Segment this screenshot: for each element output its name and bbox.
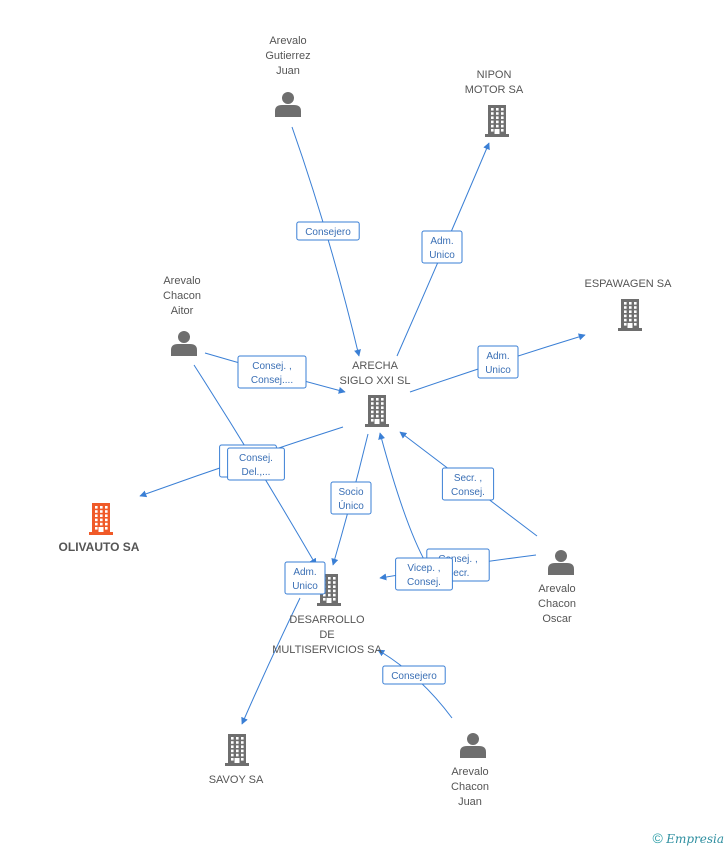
edge-label-text: Consej. bbox=[451, 487, 485, 498]
edge-label-box bbox=[477, 345, 519, 379]
building-icon bbox=[225, 734, 249, 766]
edge-label-text: Secr. , bbox=[454, 473, 482, 484]
edge-label-text: Unico bbox=[292, 581, 318, 592]
node-label: MOTOR SA bbox=[465, 84, 524, 96]
node-savoy[interactable]: SAVOY SA bbox=[209, 734, 264, 786]
node-nipon[interactable]: NIPON MOTOR SA bbox=[465, 69, 524, 137]
edge-label-oscar-to-arecha[interactable]: Secr. , Consej. bbox=[441, 467, 495, 501]
node-label: Arevalo bbox=[538, 583, 575, 595]
edge-label-aitor-to-desarrollo[interactable]: Consej. Del.,... bbox=[227, 447, 285, 481]
brand-logo[interactable]: Empresia bbox=[666, 832, 724, 846]
edge-label-box bbox=[421, 230, 463, 264]
edge-label-box bbox=[284, 561, 326, 595]
edge-arecha-to-savoy bbox=[241, 597, 301, 725]
node-arecha[interactable]: ARECHA SIGLO XXI SL bbox=[340, 360, 411, 427]
credit: © Empresia bbox=[653, 830, 724, 846]
node-label: Chacon bbox=[163, 290, 201, 302]
edge-label-text: Unico bbox=[485, 365, 511, 376]
node-label: Arevalo bbox=[269, 35, 306, 47]
edge-label-text: Consejero bbox=[305, 227, 351, 238]
edge-label-text: Vicep. , bbox=[407, 563, 440, 574]
node-label: SAVOY SA bbox=[209, 774, 264, 786]
person-icon bbox=[171, 331, 197, 356]
edge-label-text: Consej. bbox=[239, 453, 273, 464]
node-label: DE bbox=[319, 629, 334, 641]
copyright-icon: © bbox=[652, 830, 663, 846]
person-icon bbox=[275, 92, 301, 117]
node-label: MULTISERVICIOS SA bbox=[272, 644, 382, 656]
node-label: Aitor bbox=[171, 305, 194, 317]
node-label: SIGLO XXI SL bbox=[340, 375, 411, 387]
node-label: Arevalo bbox=[451, 766, 488, 778]
node-desarrollo[interactable]: DESARROLLO DE MULTISERVICIOS SA bbox=[272, 574, 382, 656]
edge-gutierrez-to-arecha bbox=[291, 126, 361, 357]
node-label: Chacon bbox=[451, 781, 489, 793]
edge-label-box bbox=[237, 355, 307, 389]
building-icon bbox=[485, 105, 509, 137]
node-label: Arevalo bbox=[163, 275, 200, 287]
node-label: ARECHA bbox=[352, 360, 399, 372]
edge-label-text: Del.,... bbox=[242, 467, 271, 478]
node-espawagen[interactable]: ESPAWAGEN SA bbox=[584, 278, 672, 331]
edge-label-text: Consej. , bbox=[438, 554, 477, 565]
edge-label-gutierrez-to-arecha[interactable]: Consejero bbox=[296, 221, 360, 241]
edge-label-box bbox=[395, 557, 453, 591]
node-label: DESARROLLO bbox=[289, 614, 365, 626]
edge-label-text: Adm. bbox=[486, 351, 509, 362]
edge-label-box bbox=[382, 665, 446, 685]
edge-label-box bbox=[296, 221, 360, 241]
edge-label-text: Consejero bbox=[391, 671, 437, 682]
edge-label-text: Socio bbox=[338, 487, 363, 498]
node-label: Chacon bbox=[538, 598, 576, 610]
building-icon bbox=[89, 503, 113, 535]
edge-label-arecha-to-nipon[interactable]: Adm. Unico bbox=[421, 230, 463, 264]
edge-label-box bbox=[441, 467, 495, 501]
node-olivauto[interactable]: OLIVAUTO SA bbox=[59, 503, 140, 554]
edge-label-text: Secr. bbox=[447, 568, 470, 579]
edge-label-arecha-to-savoy[interactable]: Adm. Unico bbox=[284, 561, 326, 595]
building-icon bbox=[365, 395, 389, 427]
edge-label-text: Unico bbox=[429, 250, 455, 261]
edge-label-box bbox=[330, 481, 372, 515]
person-icon bbox=[460, 733, 486, 758]
edge-label-text: Consej. , bbox=[252, 361, 291, 372]
edge-label-arecha-to-espawagen[interactable]: Adm. Unico bbox=[477, 345, 519, 379]
edge-label-juan-to-desarrollo[interactable]: Consejero bbox=[382, 665, 446, 685]
node-label: Juan bbox=[458, 796, 482, 808]
edge-label-text: Único bbox=[338, 499, 364, 512]
building-icon bbox=[618, 299, 642, 331]
edge-label-text: Adm. bbox=[430, 236, 453, 247]
edge-label-box bbox=[227, 447, 285, 481]
node-label: ESPAWAGEN SA bbox=[584, 278, 672, 290]
edge-label-aitor-to-arecha[interactable]: Consej. , Consej.... bbox=[237, 355, 307, 389]
person-icon bbox=[548, 550, 574, 575]
edge-label-text: Consej. bbox=[407, 577, 441, 588]
edge-label-text: Adm. bbox=[293, 567, 316, 578]
node-label: Oscar bbox=[542, 613, 572, 625]
edge-label-juan-to-arecha[interactable]: Vicep. , Consej. bbox=[395, 557, 453, 591]
edges-layer bbox=[139, 126, 586, 725]
node-label: NIPON bbox=[477, 69, 512, 81]
node-label: OLIVAUTO SA bbox=[59, 540, 140, 554]
node-label: Gutierrez bbox=[265, 50, 310, 62]
edge-label-text: Consej.... bbox=[251, 375, 293, 386]
node-label: Juan bbox=[276, 65, 300, 77]
